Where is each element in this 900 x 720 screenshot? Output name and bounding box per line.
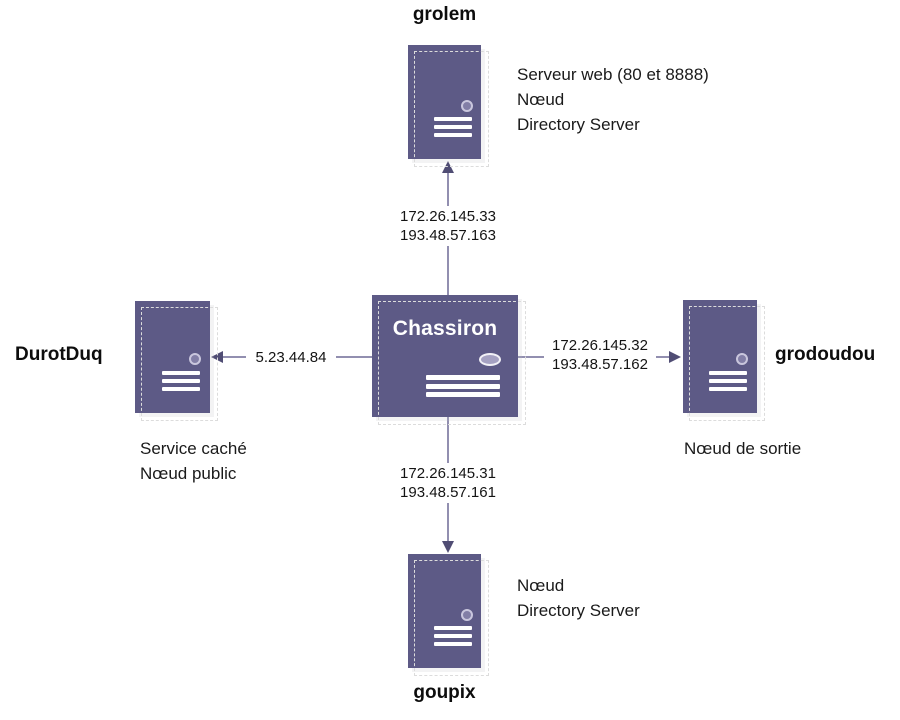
node-goupix-title: goupix xyxy=(413,682,476,703)
node-chassiron-title: Chassiron xyxy=(392,317,498,340)
annotation-line: Nœud de sortie xyxy=(684,439,802,458)
arrow-right-icon xyxy=(669,351,681,363)
node-grolem-box xyxy=(408,45,489,167)
node-goupix-annotations: Nœud Directory Server xyxy=(517,573,640,623)
power-button-icon xyxy=(461,609,473,621)
vent-lines-icon xyxy=(434,117,472,141)
connector-chassiron-grodoudou-label: 172.26.145.32 193.48.57.162 xyxy=(544,335,656,375)
power-button-icon xyxy=(189,353,201,365)
connector-chassiron-goupix-label: 172.26.145.31 193.48.57.161 xyxy=(384,463,512,503)
vent-lines-icon xyxy=(709,371,747,395)
power-button-icon xyxy=(479,353,501,366)
node-durotduq-annotations: Service caché Nœud public xyxy=(140,436,247,486)
node-goupix-box xyxy=(408,554,489,676)
annotation-line: Service caché xyxy=(140,439,247,458)
node-grolem-annotations: Serveur web (80 et 8888) Nœud Directory … xyxy=(517,62,709,137)
arrow-up-icon xyxy=(442,161,454,173)
connector-chassiron-grolem-label: 172.26.145.33 193.48.57.163 xyxy=(384,206,512,246)
ip-address: 5.23.44.84 xyxy=(255,349,327,366)
node-grodoudou-annotations: Nœud de sortie xyxy=(684,436,801,461)
power-button-icon xyxy=(461,100,473,112)
annotation-line: Nœud public xyxy=(140,464,237,483)
annotation-line: Directory Server xyxy=(517,601,640,620)
annotation-line: Nœud xyxy=(517,576,565,595)
annotation-line: Directory Server xyxy=(517,115,640,134)
node-grodoudou-box xyxy=(683,300,765,421)
vent-lines-icon xyxy=(162,371,200,395)
vent-lines-icon xyxy=(434,626,472,650)
ip-address: 193.48.57.162 xyxy=(552,356,648,373)
ip-address: 193.48.57.161 xyxy=(400,484,496,501)
node-chassiron-box: Chassiron xyxy=(372,295,526,425)
vent-lines-icon xyxy=(426,375,500,401)
node-grodoudou-title: grodoudou xyxy=(775,344,876,365)
power-button-icon xyxy=(736,353,748,365)
node-durotduq-box xyxy=(135,301,218,421)
annotation-line: Serveur web (80 et 8888) xyxy=(517,65,709,84)
ip-address: 193.48.57.163 xyxy=(400,227,496,244)
ip-address: 172.26.145.32 xyxy=(552,337,648,354)
ip-address: 172.26.145.31 xyxy=(400,465,496,482)
connector-chassiron-durotduq-label: 5.23.44.84 xyxy=(246,347,336,368)
ip-address: 172.26.145.33 xyxy=(400,208,496,225)
node-durotduq-title: DurotDuq xyxy=(15,344,103,365)
node-grolem-title: grolem xyxy=(412,4,477,25)
arrow-down-icon xyxy=(442,541,454,553)
annotation-line: Nœud xyxy=(517,90,565,109)
